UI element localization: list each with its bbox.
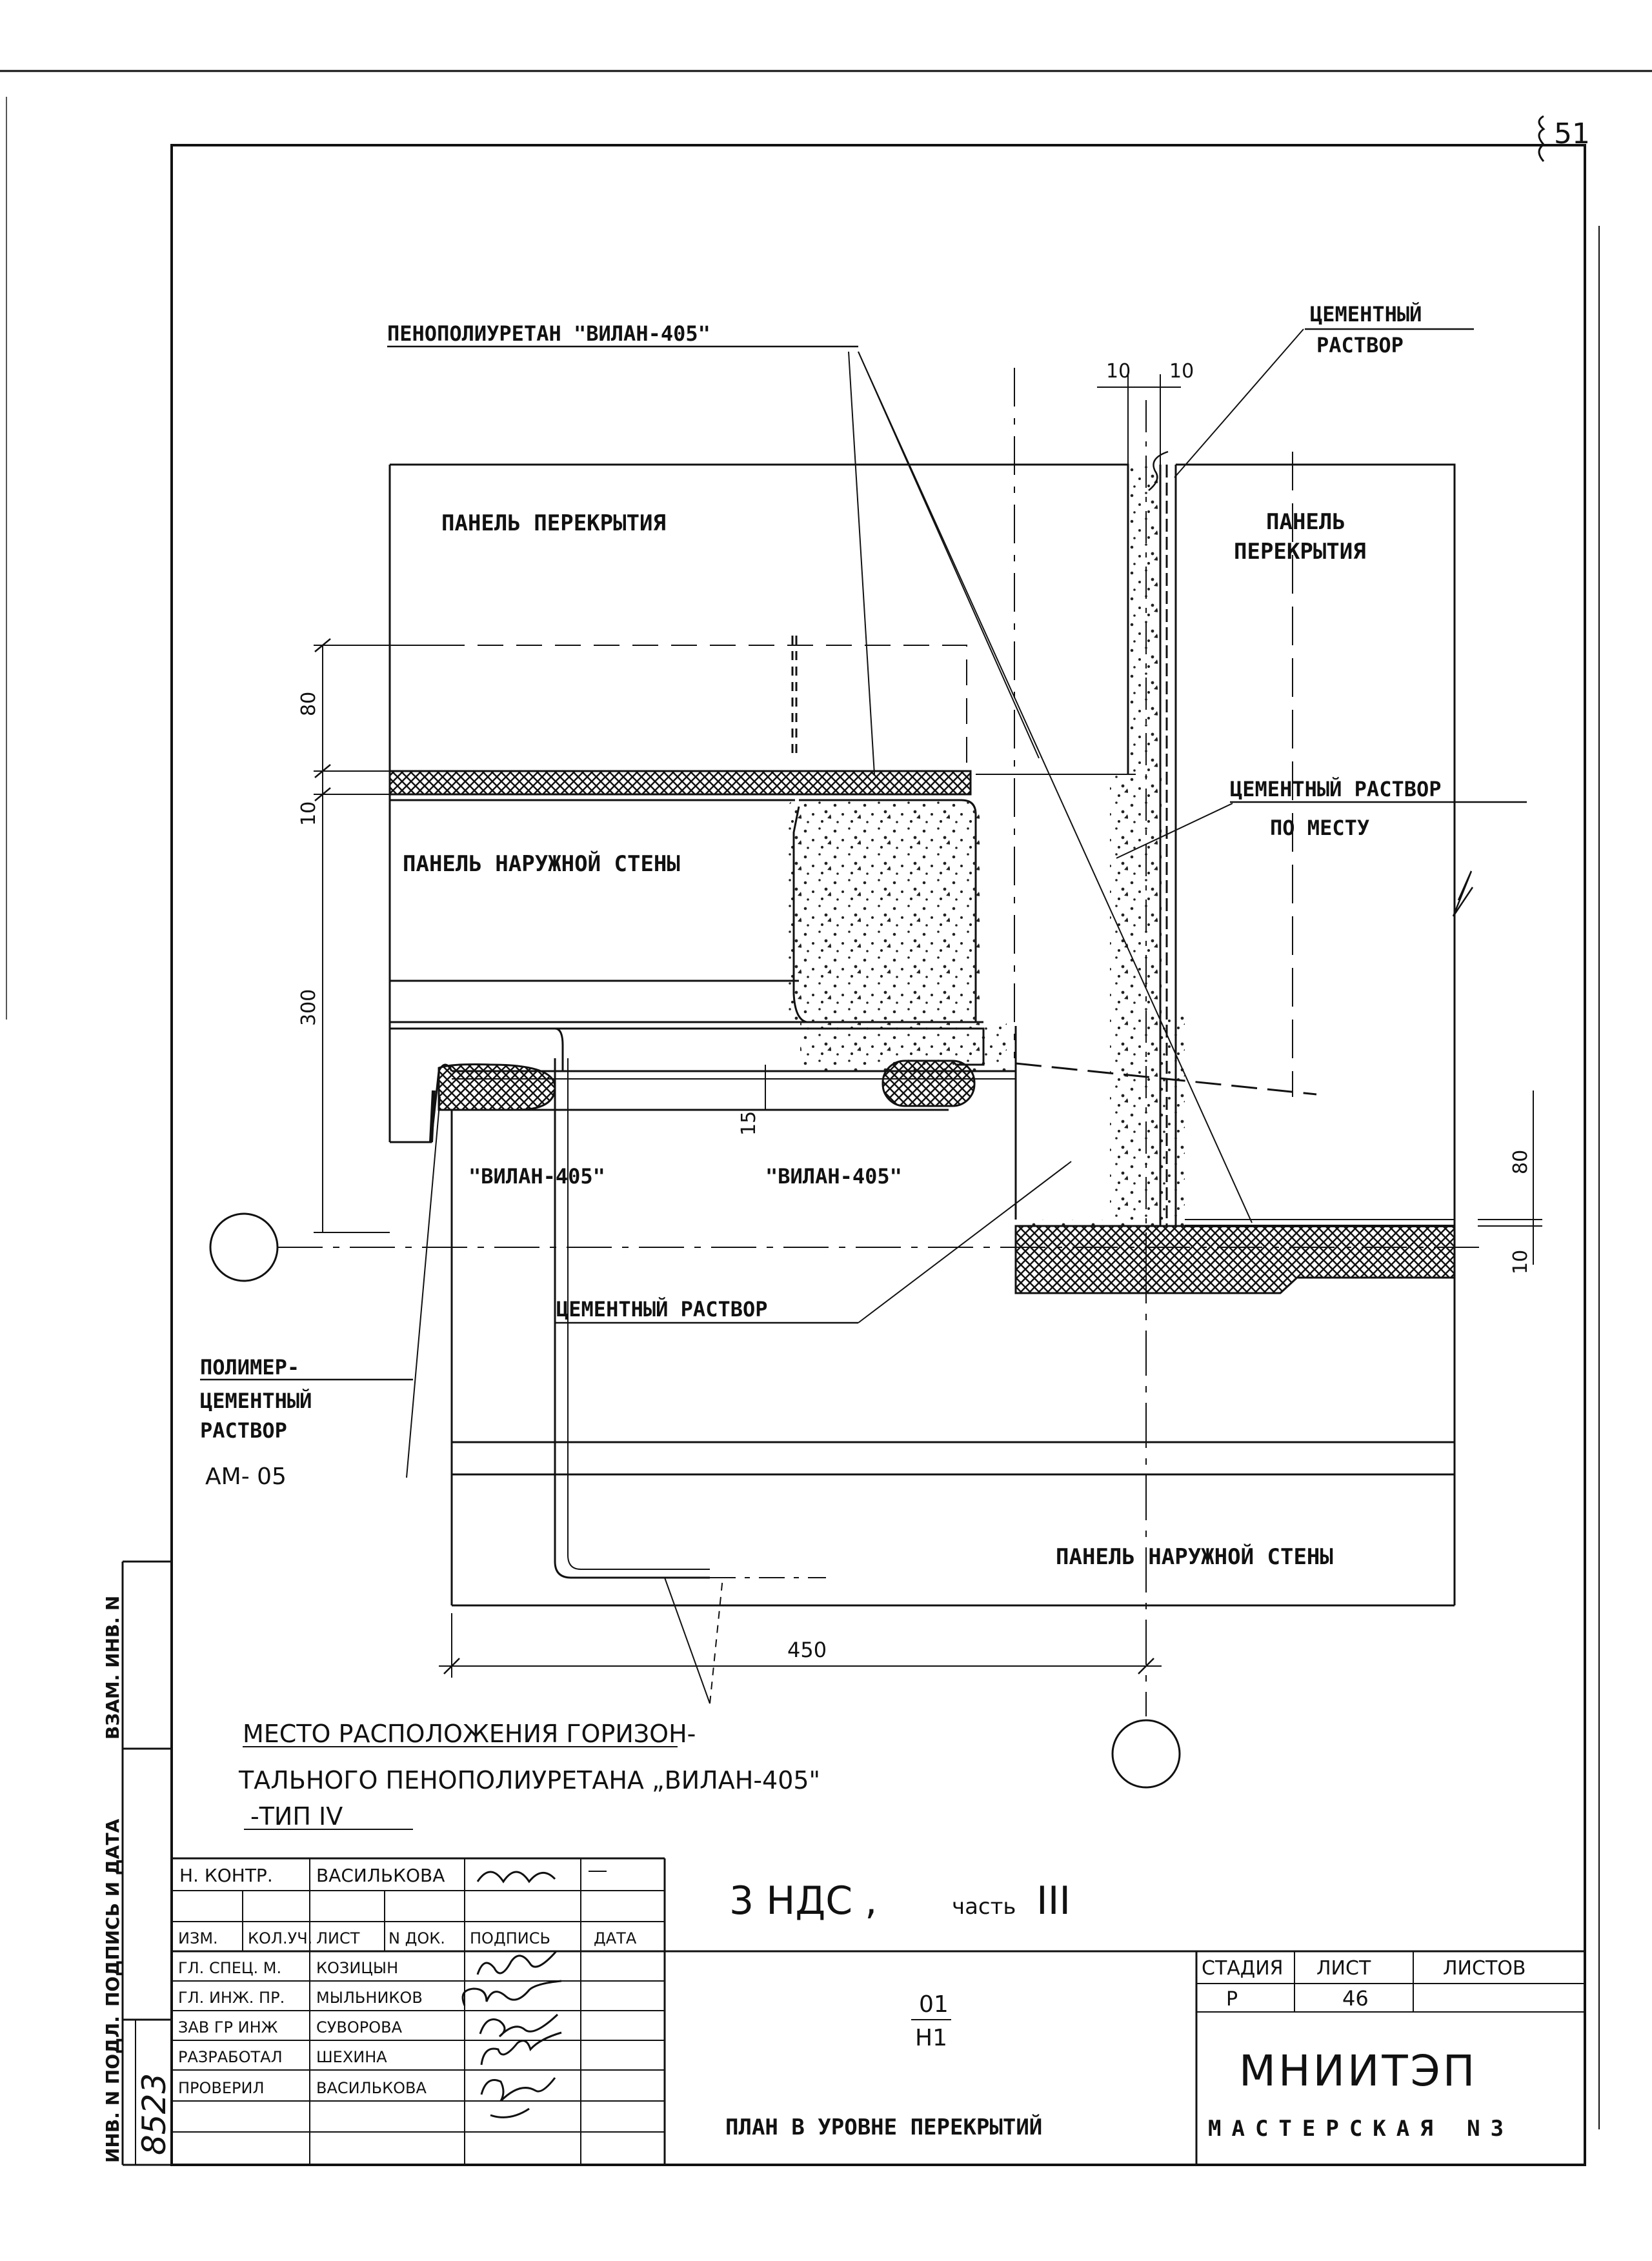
signature-5 xyxy=(480,2077,556,2118)
joint-detail xyxy=(200,328,1542,1830)
label-cement-in-place-2: ПО МЕСТУ xyxy=(1270,816,1369,840)
dim-80-right: 80 xyxy=(1509,1150,1532,1174)
signature-3 xyxy=(479,2013,559,2038)
axis-marker-left xyxy=(209,1212,279,1282)
note-line-2: ТАЛЬНОГО ПЕНОПОЛИУРЕТАНА „ВИЛАН-405" xyxy=(238,1766,820,1794)
sheet-code-bottom: Н1 xyxy=(915,2025,947,2051)
col-header-izm: ИЗМ. xyxy=(178,1929,218,1947)
foam-strip-top xyxy=(388,770,972,796)
col-header-date: ДАТА xyxy=(594,1929,637,1947)
norm-control-role: Н. КОНТР. xyxy=(179,1865,273,1886)
dim-300: 300 xyxy=(297,989,320,1026)
dimensions: 10 10 80 10 300 15 80 10 450 xyxy=(297,360,1532,1662)
dim-80-left: 80 xyxy=(297,692,320,716)
sheet-title: ПЛАН В УРОВНЕ ПЕРЕКРЫТИЙ xyxy=(725,2114,1042,2140)
part-word: часть xyxy=(952,1894,1016,1920)
stage-header: СТАДИЯ xyxy=(1202,1957,1284,1980)
label-floor-panel-right-2: ПЕРЕКРЫТИЯ xyxy=(1234,539,1366,565)
staff-name-3: СУВОРОВА xyxy=(316,2018,403,2036)
stamp-sign-date: ПОДПИСЬ И ДАТА xyxy=(102,1818,123,2007)
label-cement-mid: ЦЕМЕНТНЫЙ РАСТВОР xyxy=(556,1297,768,1321)
norm-control-name: ВАСИЛЬКОВА xyxy=(316,1865,445,1886)
dim-10-b: 10 xyxy=(1169,360,1194,383)
staff-role-4: РАЗРАБОТАЛ xyxy=(178,2048,283,2066)
dim-15: 15 xyxy=(738,1111,760,1136)
staff-role-5: ПРОВЕРИЛ xyxy=(178,2079,265,2097)
part-number: III xyxy=(1036,1878,1071,1924)
sheet-code-top: 01 xyxy=(919,1991,949,2018)
label-floor-panel-right-1: ПАНЕЛЬ xyxy=(1266,509,1345,535)
cement-fill xyxy=(787,771,1185,1226)
note-line-3: -ТИП IV xyxy=(250,1802,343,1831)
signatures xyxy=(461,1951,562,2118)
side-stamps xyxy=(121,1560,172,2166)
org-sub: МАСТЕРСКАЯ N3 xyxy=(1208,2116,1514,2142)
label-outer-wall-top: ПАНЕЛЬ НАРУЖНОЙ СТЕНЫ xyxy=(403,850,680,877)
foam-seal-left xyxy=(438,1063,556,1111)
col-header-list: ЛИСТ xyxy=(316,1929,360,1947)
foam-seal-right xyxy=(881,1060,976,1107)
axis-marker-bottom xyxy=(1111,1719,1181,1789)
label-cement-top-2: РАСТВОР xyxy=(1316,333,1404,357)
sheet-header: ЛИСТ xyxy=(1316,1957,1371,1980)
col-header-ndok: N ДОК. xyxy=(388,1929,445,1947)
label-cement-top-1: ЦЕМЕНТНЫЙ xyxy=(1310,302,1422,327)
label-vilan-left: "ВИЛАН-405" xyxy=(468,1164,605,1189)
dim-10-left: 10 xyxy=(297,801,320,826)
polymer-mortar xyxy=(429,1090,436,1143)
staff-name-1: КОЗИЦЫН xyxy=(316,1959,398,1977)
label-foam-top: ПЕНОПОЛИУРЕТАН "ВИЛАН-405" xyxy=(387,321,710,346)
label-polymer-4: АМ- 05 xyxy=(205,1463,287,1490)
signature-2 xyxy=(461,1980,562,2006)
signature-4 xyxy=(480,2031,562,2065)
sheet-number-brace xyxy=(1538,115,1546,162)
col-header-kol: КОЛ.УЧ. xyxy=(248,1929,312,1947)
label-cement-in-place-1: ЦЕМЕНТНЫЙ РАСТВОР xyxy=(1230,777,1442,801)
stamp-inv-number: 8523 xyxy=(136,2073,173,2155)
signature-1 xyxy=(476,1951,558,1975)
sheets-header: ЛИСТОВ xyxy=(1443,1957,1526,1980)
sheet-value: 46 xyxy=(1342,1986,1369,2011)
label-polymer-1: ПОЛИМЕР- xyxy=(200,1355,299,1380)
dim-10-a: 10 xyxy=(1106,360,1131,383)
label-vilan-right: "ВИЛАН-405" xyxy=(765,1164,902,1189)
staff-role-3: ЗАВ ГР ИНЖ xyxy=(178,2018,278,2036)
label-polymer-2: ЦЕМЕНТНЫЙ xyxy=(200,1389,312,1413)
foam-strip-bottom xyxy=(1014,1225,1456,1294)
labels: ПЕНОПОЛИУРЕТАН "ВИЛАН-405" ЦЕМЕНТНЫЙ РАС… xyxy=(200,302,1442,1831)
stamp-inv-vzam: ВЗАМ. ИНВ. N xyxy=(102,1596,123,1740)
title-block-grid xyxy=(172,1857,1585,2165)
stamp-inv-podl: ИНВ. N ПОДЛ. xyxy=(102,2016,123,2163)
label-floor-panel-left: ПАНЕЛЬ ПЕРЕКРЫТИЯ xyxy=(441,510,666,536)
note-line-1: МЕСТО РАСПОЛОЖЕНИЯ ГОРИЗОН- xyxy=(243,1720,696,1748)
dim-10-right: 10 xyxy=(1509,1250,1532,1274)
label-outer-wall-bottom: ПАНЕЛЬ НАРУЖНОЙ СТЕНЫ xyxy=(1056,1543,1333,1570)
staff-name-5: ВАСИЛЬКОВА xyxy=(316,2079,427,2097)
drawing-frame xyxy=(170,144,1586,2166)
staff-name-2: МЫЛЬНИКОВ xyxy=(316,1989,423,2007)
staff-name-4: ШЕХИНА xyxy=(316,2048,387,2066)
stage-value: Р xyxy=(1226,1988,1238,2011)
project-code: 3 НДС , xyxy=(729,1878,877,1924)
dim-450: 450 xyxy=(787,1638,827,1662)
staff-role-2: ГЛ. ИНЖ. ПР. xyxy=(178,1989,285,2007)
col-header-sign: ПОДПИСЬ xyxy=(470,1929,550,1947)
staff-role-1: ГЛ. СПЕЦ. М. xyxy=(178,1959,281,1977)
signature-norm-control xyxy=(476,1871,556,1884)
title-block-text: 3 НДС , часть III 01 Н1 ПЛАН В УРОВНЕ ПЕ… xyxy=(178,1865,1526,2142)
org-name: МНИИТЭП xyxy=(1239,2046,1477,2096)
label-polymer-3: РАСТВОР xyxy=(200,1418,287,1443)
